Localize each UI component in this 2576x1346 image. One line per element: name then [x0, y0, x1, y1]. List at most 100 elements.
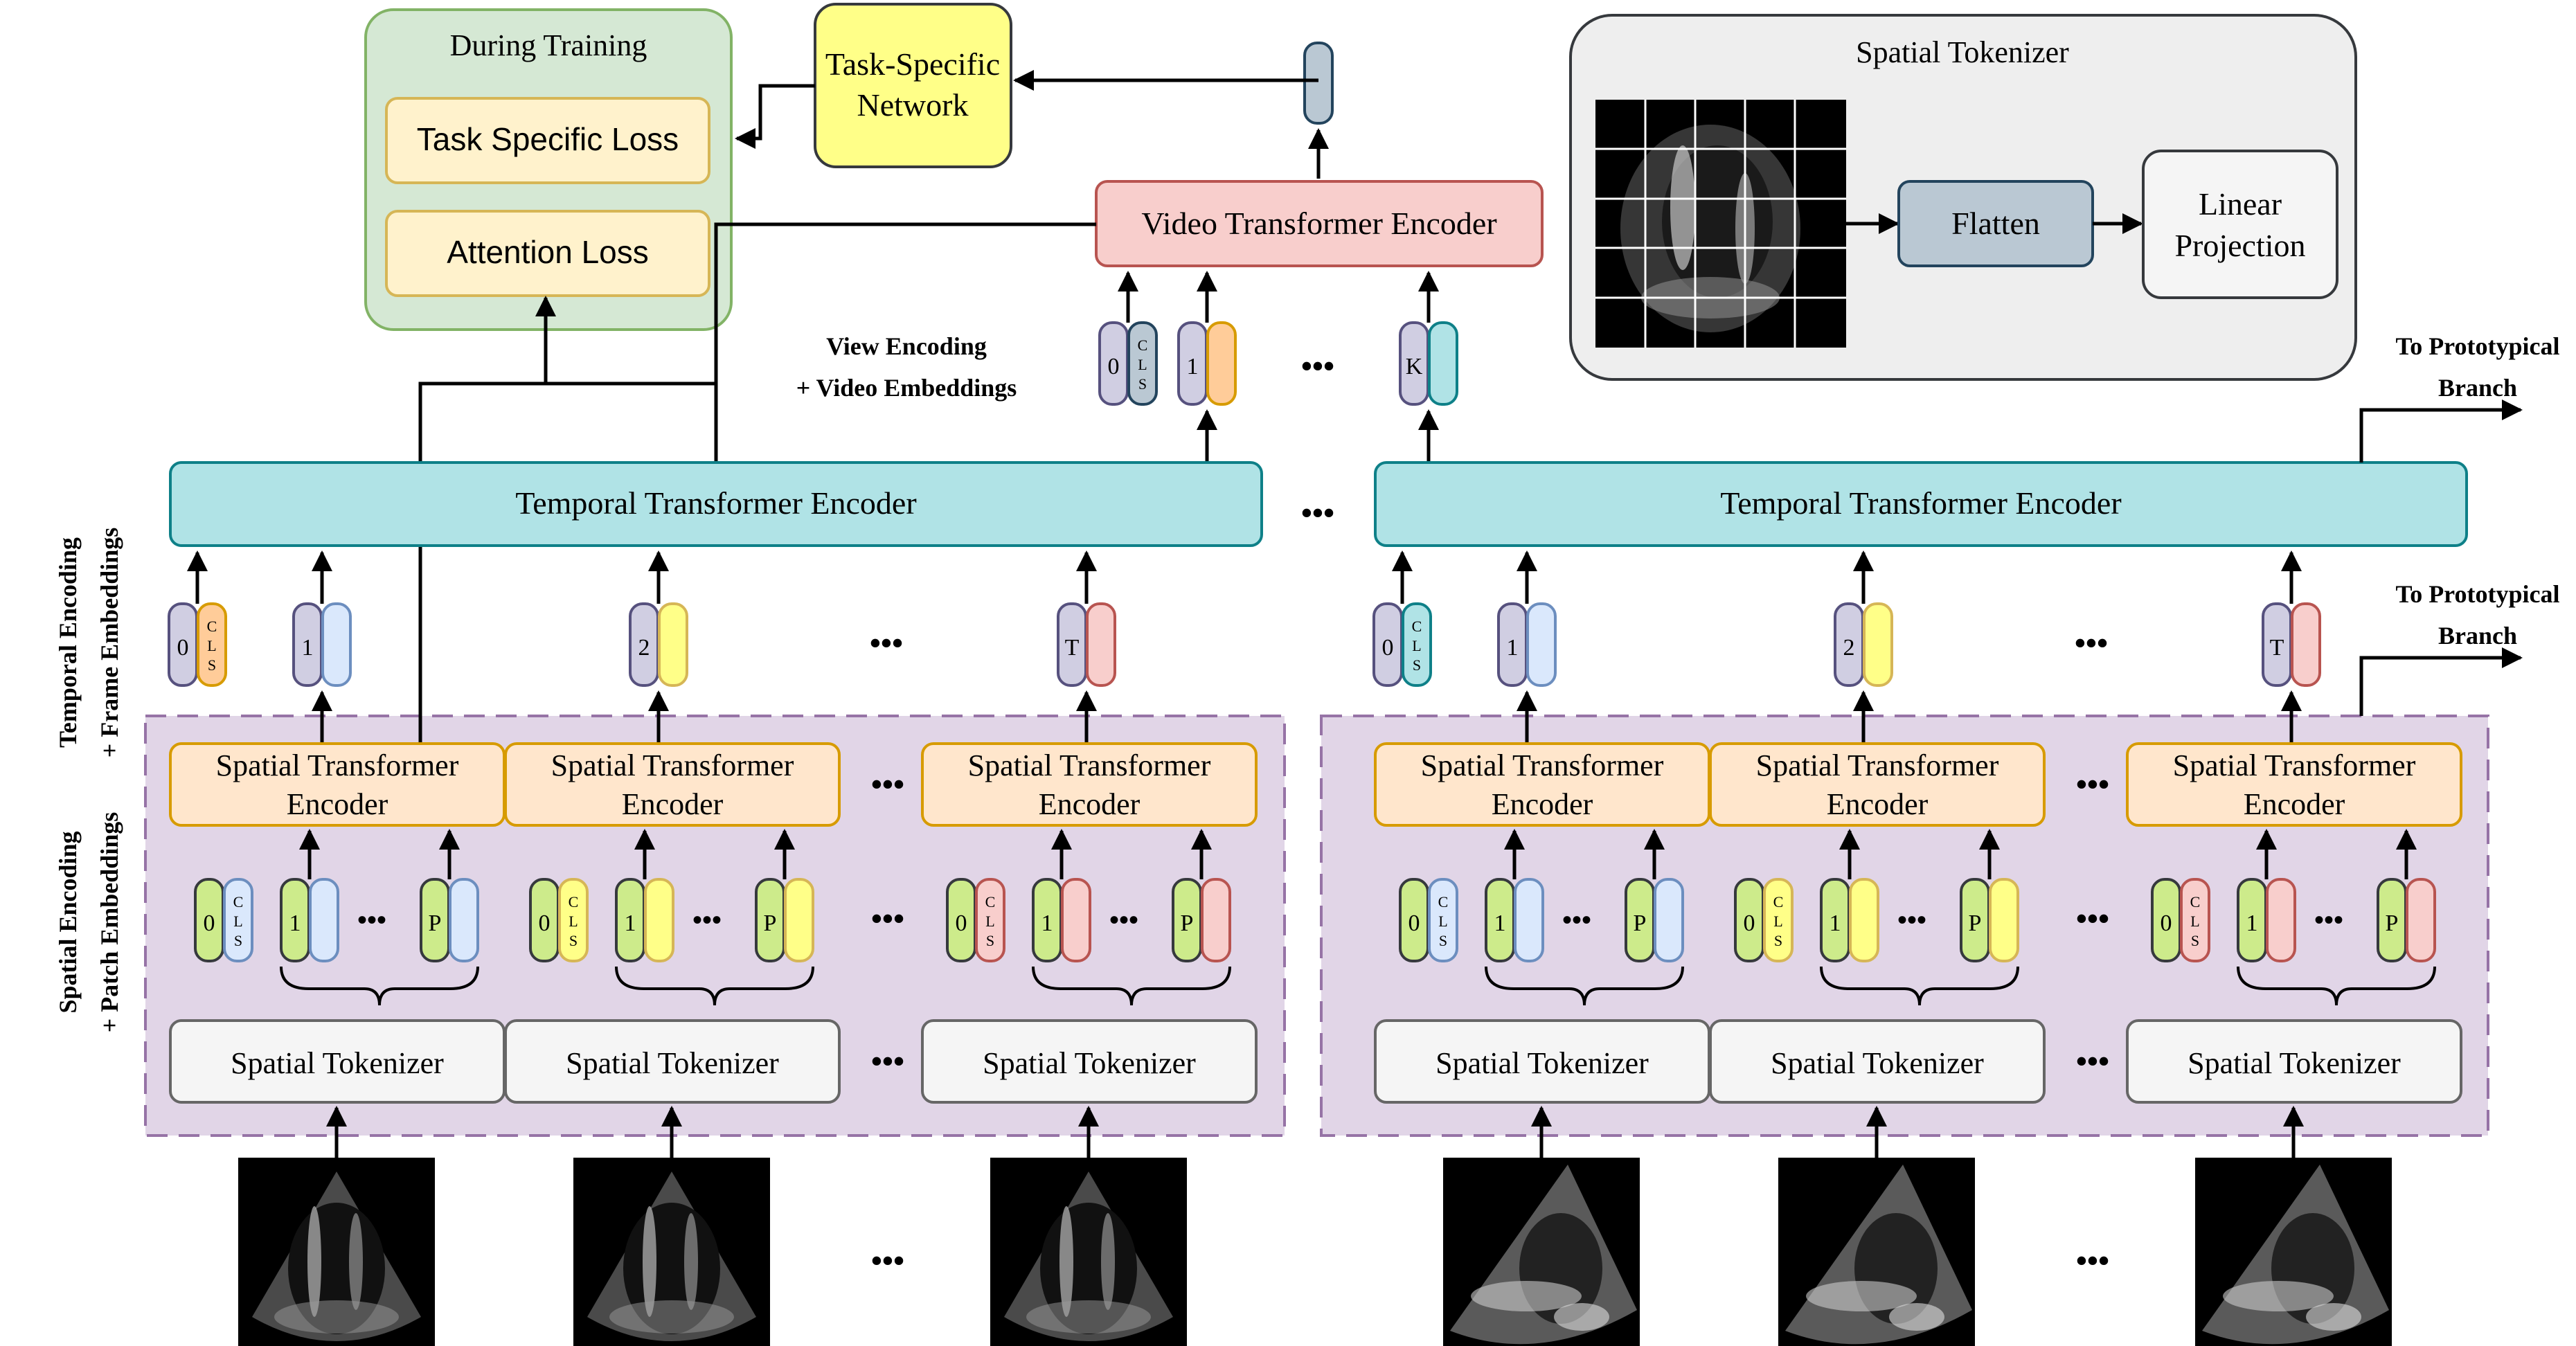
svg-text:L: L	[233, 913, 242, 930]
brace	[1485, 966, 1684, 1006]
svg-text:Spatial Transformer: Spatial Transformer	[968, 748, 1211, 782]
svg-text:C: C	[1138, 336, 1148, 354]
svg-text:P: P	[1969, 910, 1982, 936]
spatial-row-label-1: Spatial Encoding	[54, 831, 82, 1013]
brace	[1032, 966, 1231, 1006]
prototypical-top-line2: Branch	[2438, 374, 2517, 402]
svg-text:1: 1	[1187, 354, 1199, 379]
svg-text:L: L	[1412, 637, 1421, 654]
svg-text:Spatial Transformer: Spatial Transformer	[1421, 748, 1664, 782]
svg-text:S: S	[234, 932, 242, 949]
svg-text:1: 1	[302, 635, 314, 661]
svg-text:Encoder: Encoder	[287, 787, 388, 821]
svg-text:Spatial Tokenizer: Spatial Tokenizer	[231, 1046, 444, 1080]
task-loss-label: Task Specific Loss	[417, 121, 679, 157]
svg-text:S: S	[1439, 932, 1447, 949]
svg-text:C: C	[1412, 618, 1422, 635]
svg-text:0: 0	[1382, 635, 1394, 661]
temporal-row-label-2: + Frame Embeddings	[96, 528, 123, 758]
spatial-tokenizer: Spatial Tokenizer	[2126, 1019, 2462, 1104]
svg-text:L: L	[985, 913, 994, 930]
svg-text:S: S	[1413, 656, 1421, 674]
frame-ellipsis: •••	[870, 625, 903, 661]
svg-text:S: S	[2191, 932, 2199, 949]
frame-token-t: T	[2262, 602, 2321, 687]
echo-frame-sector	[2195, 1158, 2392, 1346]
svg-text:0: 0	[1408, 910, 1420, 936]
ellipsis: •••	[871, 901, 904, 936]
ellipsis: •••	[871, 1243, 904, 1278]
svg-text:C: C	[1438, 893, 1449, 910]
svg-text:0: 0	[1744, 910, 1755, 936]
svg-text:P: P	[764, 910, 777, 936]
linear-projection-line2: Projection	[2174, 228, 2305, 263]
svg-text:Encoder: Encoder	[622, 787, 724, 821]
task-network-line1: Task-Specific	[825, 46, 1000, 82]
echo-frame-sector	[1443, 1158, 1640, 1346]
frame-token-2: 2	[629, 602, 688, 687]
video-transformer-encoder: Video Transformer Encoder	[1095, 180, 1544, 267]
svg-text:0: 0	[177, 635, 189, 661]
svg-text:2: 2	[1843, 635, 1855, 661]
svg-text:K: K	[1406, 354, 1423, 379]
frame-token-t: T	[1057, 602, 1116, 687]
svg-text:L: L	[1138, 356, 1147, 373]
view-encoding-line1: View Encoding	[826, 332, 987, 360]
spatial-tokenizer: Spatial Tokenizer	[1709, 1019, 2046, 1104]
spatial-row-label-2: + Patch Embeddings	[96, 812, 123, 1033]
temporal-encoder-1: Temporal Transformer Encoder	[169, 461, 1263, 547]
svg-text:S: S	[569, 932, 578, 949]
brace	[1820, 966, 2019, 1006]
spatial-tokenizer: Spatial Tokenizer	[169, 1019, 506, 1104]
brace	[615, 966, 814, 1006]
svg-text:C: C	[985, 893, 996, 910]
svg-text:L: L	[1773, 913, 1782, 930]
svg-text:•••: •••	[1897, 904, 1926, 935]
prototypical-top-line1: To Prototypical	[2395, 332, 2559, 360]
temporal-row-label-1: Temporal Encoding	[54, 537, 82, 748]
svg-text:P: P	[429, 910, 442, 936]
task-network: Task-Specific Network	[814, 3, 1012, 168]
svg-text:•••: •••	[2314, 904, 2343, 935]
svg-text:1: 1	[289, 910, 301, 936]
flatten-label: Flatten	[1951, 206, 2040, 241]
temporal-ellipsis: •••	[1301, 495, 1334, 530]
svg-text:•••: •••	[357, 904, 386, 935]
svg-text:Spatial Transformer: Spatial Transformer	[2173, 748, 2416, 782]
frame-token-0-cls: 0 CLS	[1372, 602, 1432, 687]
svg-text:1: 1	[625, 910, 636, 936]
svg-text:S: S	[1774, 932, 1782, 949]
view-token-k: K	[1399, 321, 1458, 406]
output-token	[1303, 42, 1334, 125]
task-loss-box	[385, 97, 710, 184]
svg-text:S: S	[208, 656, 216, 674]
ellipsis: •••	[2076, 766, 2109, 802]
svg-text:P: P	[1634, 910, 1647, 936]
svg-text:Spatial Tokenizer: Spatial Tokenizer	[566, 1046, 779, 1080]
svg-text:L: L	[1438, 913, 1447, 930]
svg-text:2: 2	[638, 635, 650, 661]
svg-text:1: 1	[1041, 910, 1053, 936]
svg-text:L: L	[569, 913, 578, 930]
linear-projection-line1: Linear	[2199, 186, 2282, 222]
svg-text:L: L	[2190, 913, 2199, 930]
svg-text:0: 0	[956, 910, 967, 936]
svg-text:•••: •••	[1109, 904, 1138, 935]
svg-text:S: S	[986, 932, 994, 949]
svg-text:C: C	[569, 893, 579, 910]
ellipsis: •••	[871, 766, 904, 802]
svg-text:Encoder: Encoder	[1827, 787, 1929, 821]
svg-text:Spatial Tokenizer: Spatial Tokenizer	[983, 1046, 1196, 1080]
svg-text:0: 0	[2161, 910, 2172, 936]
spatial-tokenizer: Spatial Tokenizer	[921, 1019, 1258, 1104]
